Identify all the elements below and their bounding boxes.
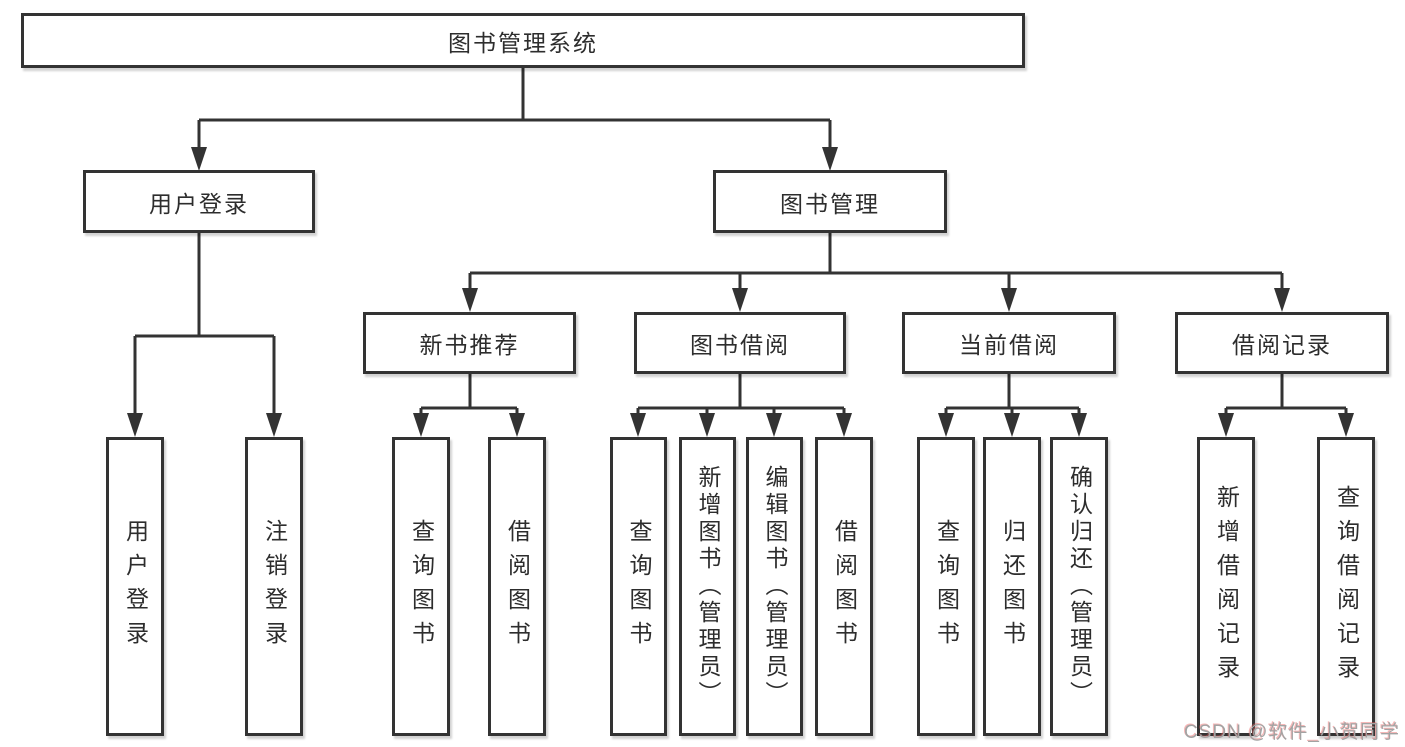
- leaf-borrow-books-recommend: 借阅图书: [488, 437, 546, 736]
- node-book-borrowing: 图书借阅: [634, 312, 846, 374]
- leaf-borrow-books-borrowing: 借阅图书: [815, 437, 873, 736]
- node-book-management: 图书管理: [713, 170, 947, 233]
- leaf-user-login: 用户登录: [106, 437, 164, 736]
- node-label: 编辑图书（管理员）: [762, 465, 788, 708]
- leaf-add-borrow-record: 新增借阅记录: [1197, 437, 1255, 736]
- node-library-management-system: 图书管理系统: [21, 13, 1025, 68]
- node-label: 用户登录: [149, 190, 249, 217]
- leaf-return-books: 归还图书: [983, 437, 1041, 736]
- node-label: 新增图书（管理员）: [695, 465, 721, 708]
- node-label: 用户登录: [122, 518, 149, 655]
- node-borrowing-records: 借阅记录: [1175, 312, 1389, 374]
- node-label: 查询图书: [933, 518, 960, 655]
- leaf-edit-book-admin: 编辑图书（管理员）: [746, 437, 803, 736]
- node-label: 新书推荐: [419, 332, 520, 358]
- leaf-query-borrow-record: 查询借阅记录: [1317, 437, 1375, 736]
- watermark: CSDN @软件_小贺同学: [1184, 722, 1400, 743]
- node-current-borrowing: 当前借阅: [902, 312, 1116, 374]
- node-label: 借阅图书: [504, 518, 531, 655]
- leaf-query-books-recommend: 查询图书: [392, 437, 450, 736]
- node-label: 查询图书: [408, 518, 435, 655]
- node-label: 借阅图书: [831, 518, 858, 655]
- node-label: 当前借阅: [959, 332, 1059, 358]
- node-label: 新增借阅记录: [1213, 484, 1240, 689]
- node-label: 查询图书: [626, 518, 652, 655]
- leaf-add-book-admin: 新增图书（管理员）: [679, 437, 736, 736]
- node-label: 图书借阅: [690, 332, 790, 358]
- node-label: 注销登录: [261, 518, 288, 655]
- leaf-logout: 注销登录: [245, 437, 303, 736]
- node-label: 确认归还（管理员）: [1066, 465, 1093, 708]
- leaf-query-books-current: 查询图书: [917, 437, 975, 736]
- node-label: 图书管理系统: [448, 29, 598, 56]
- node-label: 图书管理: [780, 190, 880, 217]
- node-label: 归还图书: [999, 518, 1026, 655]
- leaf-query-books-borrowing: 查询图书: [610, 437, 667, 736]
- node-label: 借阅记录: [1232, 332, 1332, 358]
- node-label: 查询借阅记录: [1333, 484, 1360, 689]
- node-new-book-recommendation: 新书推荐: [363, 312, 576, 374]
- leaf-confirm-return-admin: 确认归还（管理员）: [1050, 437, 1108, 736]
- node-user-login: 用户登录: [83, 170, 315, 233]
